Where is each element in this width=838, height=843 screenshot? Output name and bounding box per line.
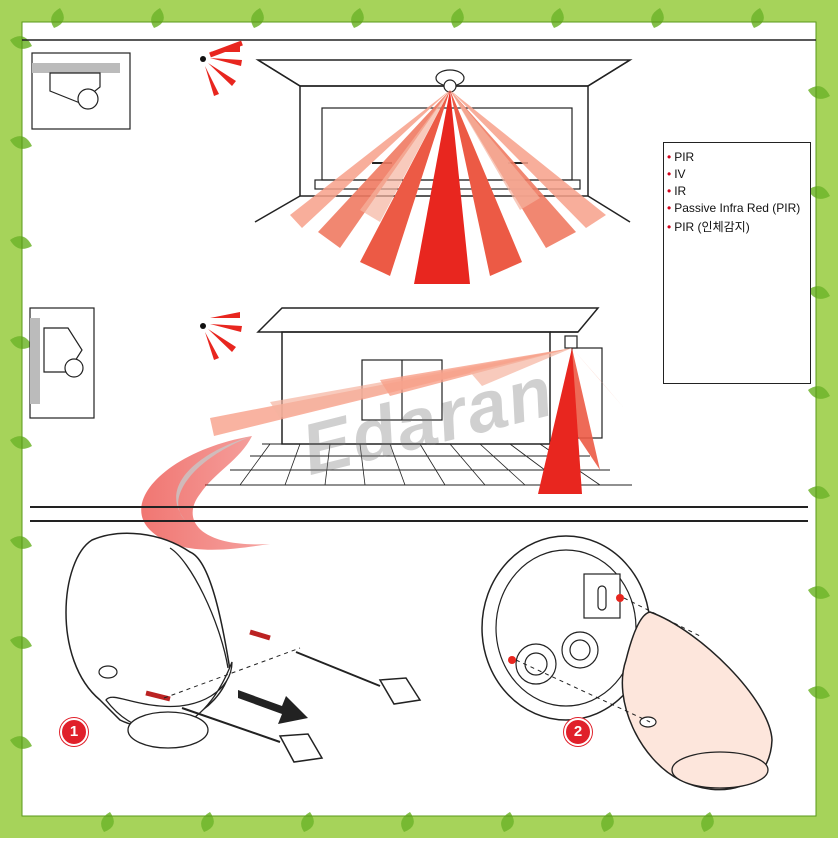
legend-item-iv: •IV (667, 167, 686, 181)
ceiling-beams (290, 90, 606, 284)
screw-icon (145, 629, 271, 702)
step-badge-1: 1 (60, 718, 88, 746)
legend-item-passive: •Passive Infra Red (PIR) (667, 201, 801, 215)
guide-line-1 (163, 647, 301, 699)
sensor-step1 (65, 532, 233, 749)
wall-beams (210, 348, 624, 494)
sensor-cover-step2 (621, 611, 773, 791)
guide-line-2 (623, 597, 701, 637)
house (205, 307, 632, 486)
ceiling-room (254, 59, 633, 223)
motion-sensor-icon-2 (200, 312, 242, 360)
screwdriver-icon (181, 651, 422, 763)
motion-sensor-icon (200, 40, 243, 96)
legend-item-korean: •PIR (인체감지) (667, 220, 750, 234)
legend-box: •PIR •IV •IR •Passive Infra Red (PIR) •P… (663, 142, 811, 384)
wall-mount-icon (29, 307, 95, 419)
legend-item-ir: •IR (667, 184, 687, 198)
step-badge-2: 2 (564, 718, 592, 746)
arrow-icon (238, 690, 308, 724)
legend-item-pir: •PIR (667, 150, 695, 164)
guide-line-3 (515, 659, 651, 723)
ceiling-mount-icon (31, 52, 131, 130)
